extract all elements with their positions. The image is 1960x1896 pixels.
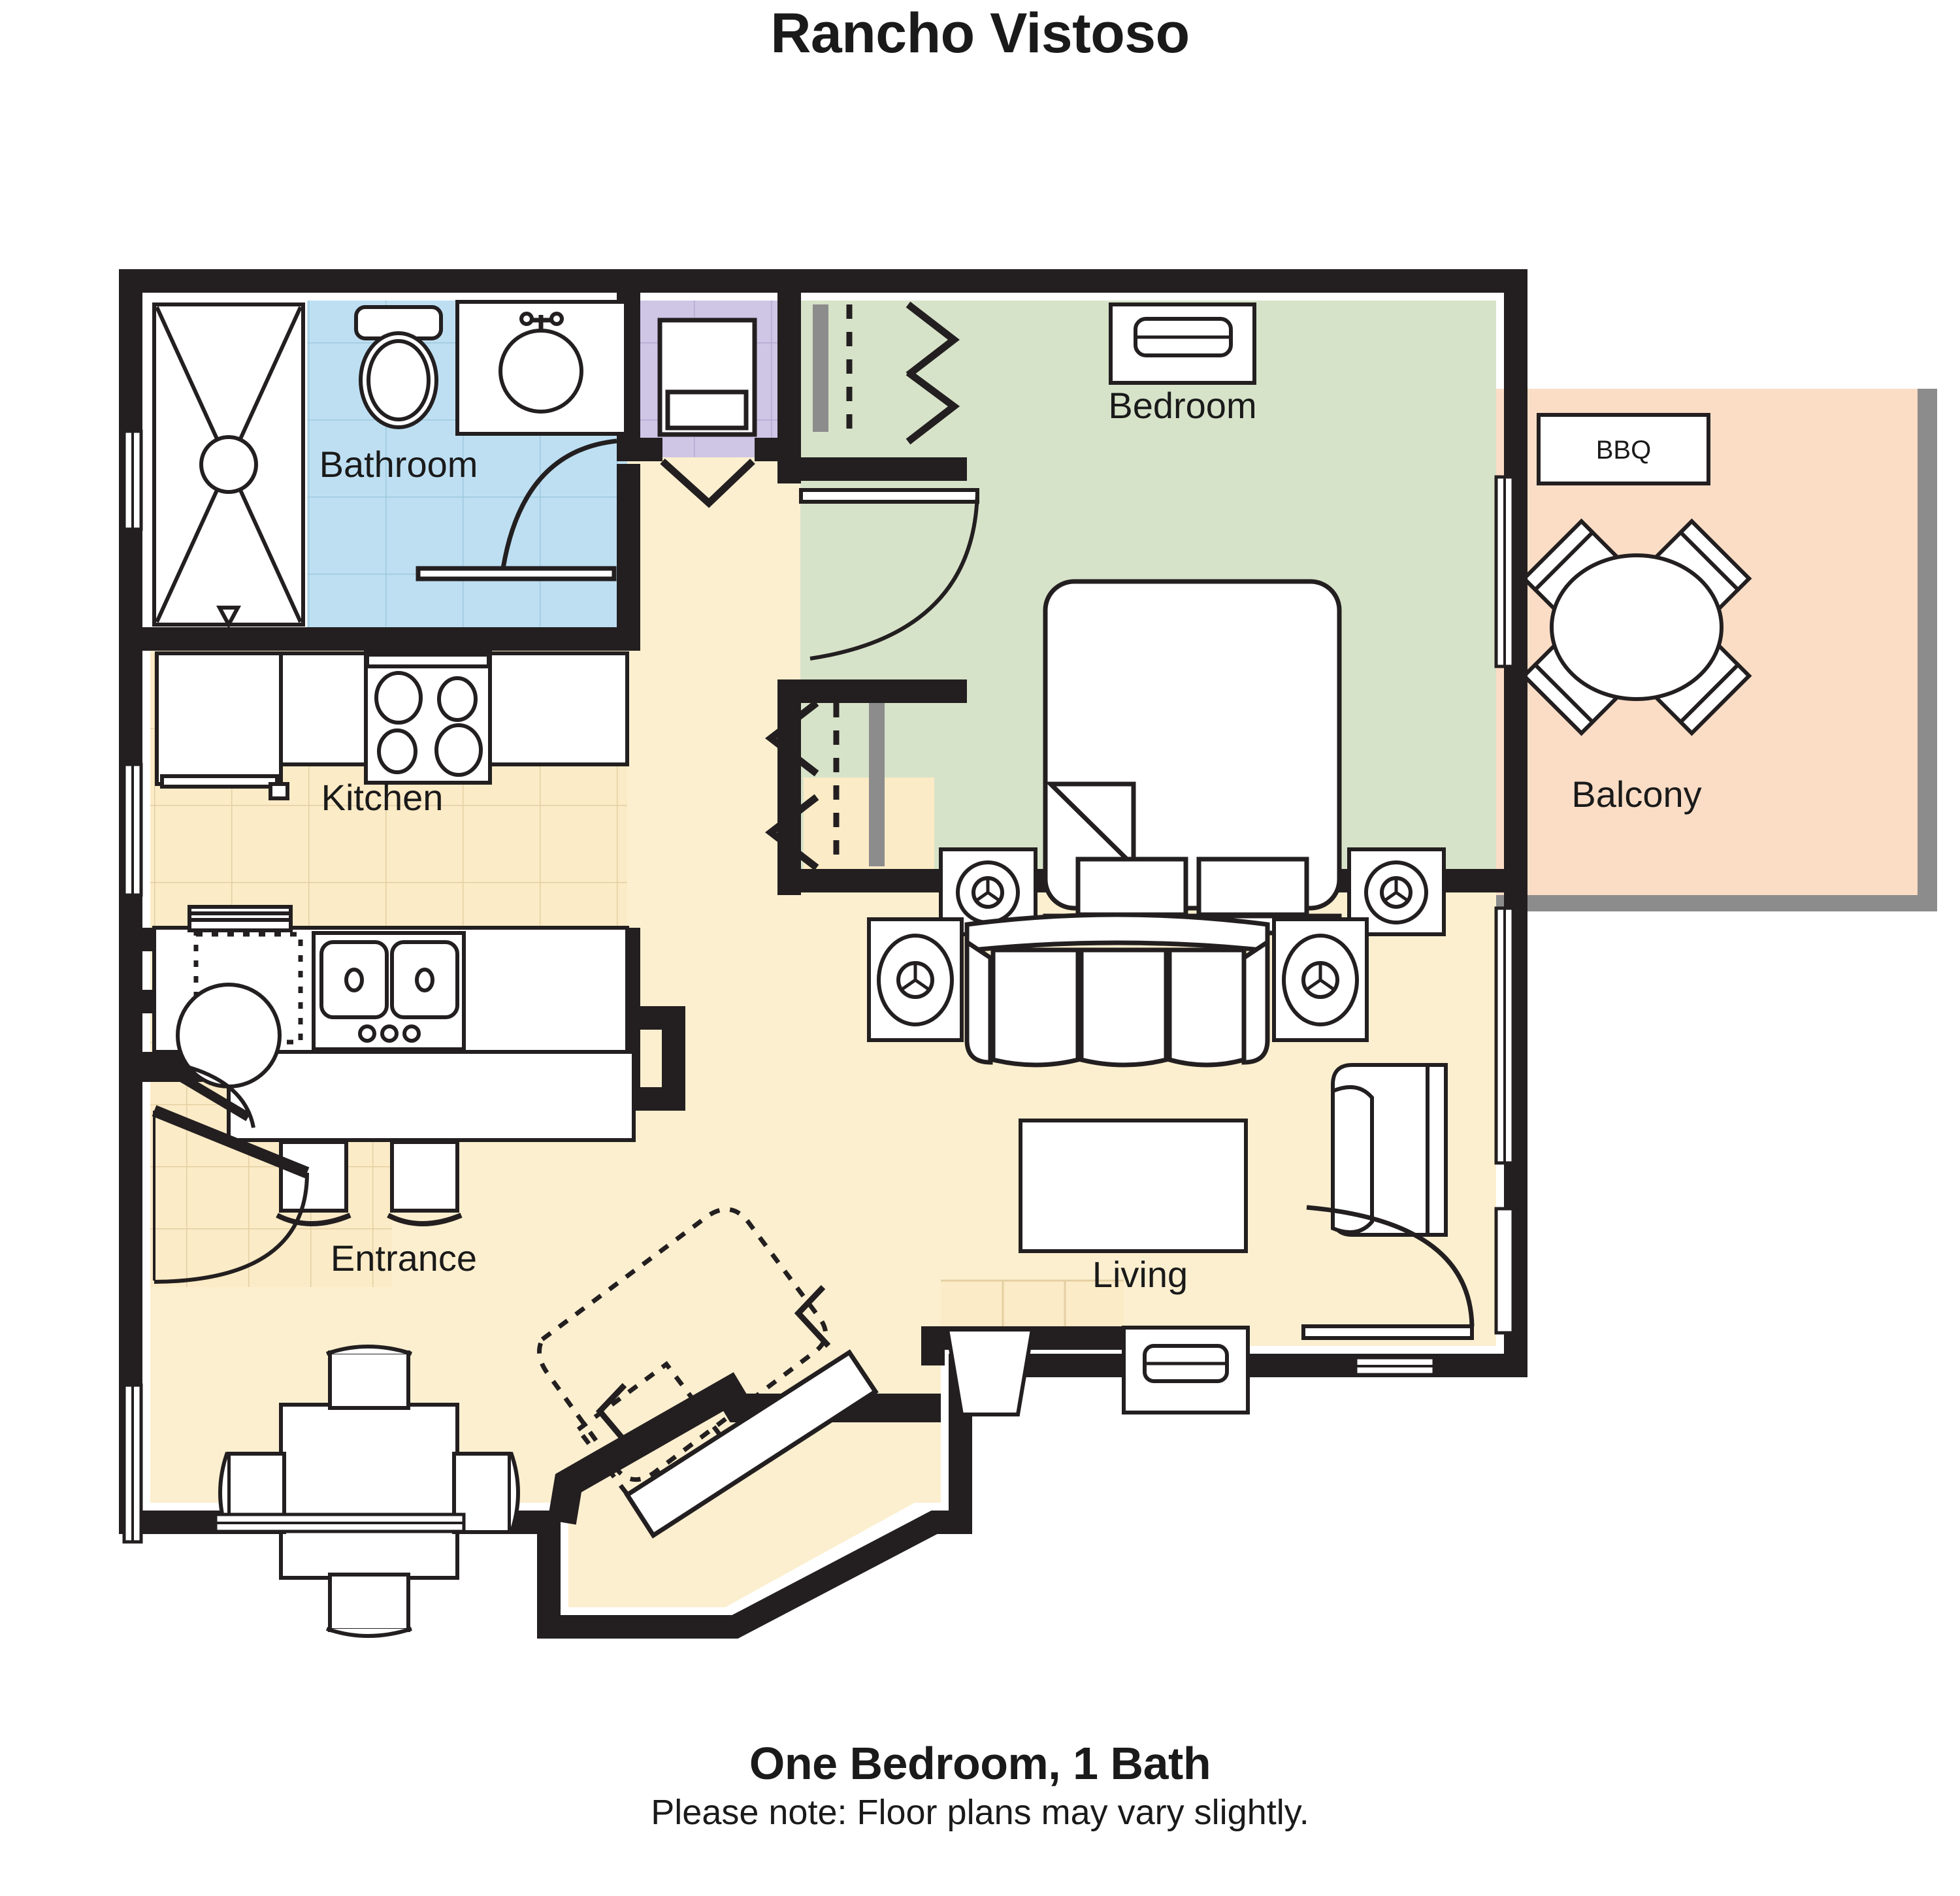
entry-door[interactable] [152, 1105, 310, 1284]
room-label-kitchen: Kitchen [321, 777, 444, 818]
bbq-label: BBQ [1596, 436, 1651, 465]
dining-table [279, 1403, 459, 1580]
dining-chair [328, 1573, 410, 1632]
floorplan-svg: BBQ Balcony [119, 269, 1937, 1639]
living-sofa [964, 912, 1270, 1068]
dishwasher [193, 932, 303, 1045]
bedroom-closet-doors[interactable] [813, 301, 960, 445]
living-window [1494, 906, 1515, 1165]
room-label-entrance: Entrance [331, 1237, 477, 1279]
plan-footer: One Bedroom, 1 Bath Please note: Floor p… [0, 1738, 1960, 1834]
toilet [354, 305, 443, 429]
room-label-bedroom: Bedroom [1108, 385, 1256, 426]
bed [1043, 579, 1342, 936]
room-entrance: Entrance [149, 983, 477, 1284]
room-kitchen: Kitchen [152, 650, 636, 1226]
armchair [1331, 1063, 1448, 1237]
footer-headline: One Bedroom, 1 Bath [749, 1738, 1211, 1789]
nightstand-right [1347, 847, 1446, 936]
microwave-shelf [188, 905, 293, 932]
room-bedroom: Bedroom [764, 301, 1515, 936]
floorplan-canvas: BBQ Balcony [0, 111, 1960, 1666]
sofa-bed [537, 1207, 879, 1539]
shower-stall [152, 302, 305, 629]
room-balcony: BBQ Balcony [1493, 389, 1937, 911]
room-bathroom: Bathroom [152, 300, 628, 629]
stove [364, 650, 492, 785]
bedroom-closet2-doors[interactable] [764, 700, 885, 871]
refrigerator [155, 651, 283, 786]
bar-stool [276, 1140, 351, 1226]
end-table-right [1272, 917, 1369, 1042]
closet-bifold-doors[interactable] [660, 458, 755, 508]
page-title: Rancho Vistoso [770, 2, 1190, 65]
bedroom-door[interactable] [799, 488, 979, 661]
footer-note: Please note: Floor plans may vary slight… [651, 1793, 1309, 1833]
breakfast-bar [227, 1050, 636, 1226]
dining-set [218, 1345, 520, 1638]
patio-set [1521, 518, 1752, 736]
bbq-unit: BBQ [1537, 413, 1710, 485]
coffee-table [1019, 1119, 1248, 1253]
bedroom-dresser [1109, 302, 1256, 385]
laundry-closet [657, 318, 757, 508]
room-label-bathroom: Bathroom [319, 444, 478, 485]
room-label-living: Living [1092, 1254, 1188, 1295]
bedroom-window [1494, 475, 1515, 668]
bathroom-door[interactable] [416, 438, 617, 581]
bar-stool [387, 1140, 463, 1226]
vanity-sink [455, 300, 628, 436]
kitchen-sink [312, 931, 466, 1051]
sofabed-extended-outline [537, 1207, 828, 1482]
exterior-windows [122, 429, 1436, 1544]
entry-closet [149, 983, 282, 1128]
end-table-left [867, 917, 964, 1042]
tv-niche [945, 1328, 1035, 1416]
room-label-balcony: Balcony [1571, 774, 1701, 815]
dining-chair [328, 1350, 410, 1410]
room-living: Living [867, 906, 1515, 1416]
balcony-door[interactable] [1301, 1205, 1515, 1340]
media-dresser [1122, 1326, 1250, 1414]
